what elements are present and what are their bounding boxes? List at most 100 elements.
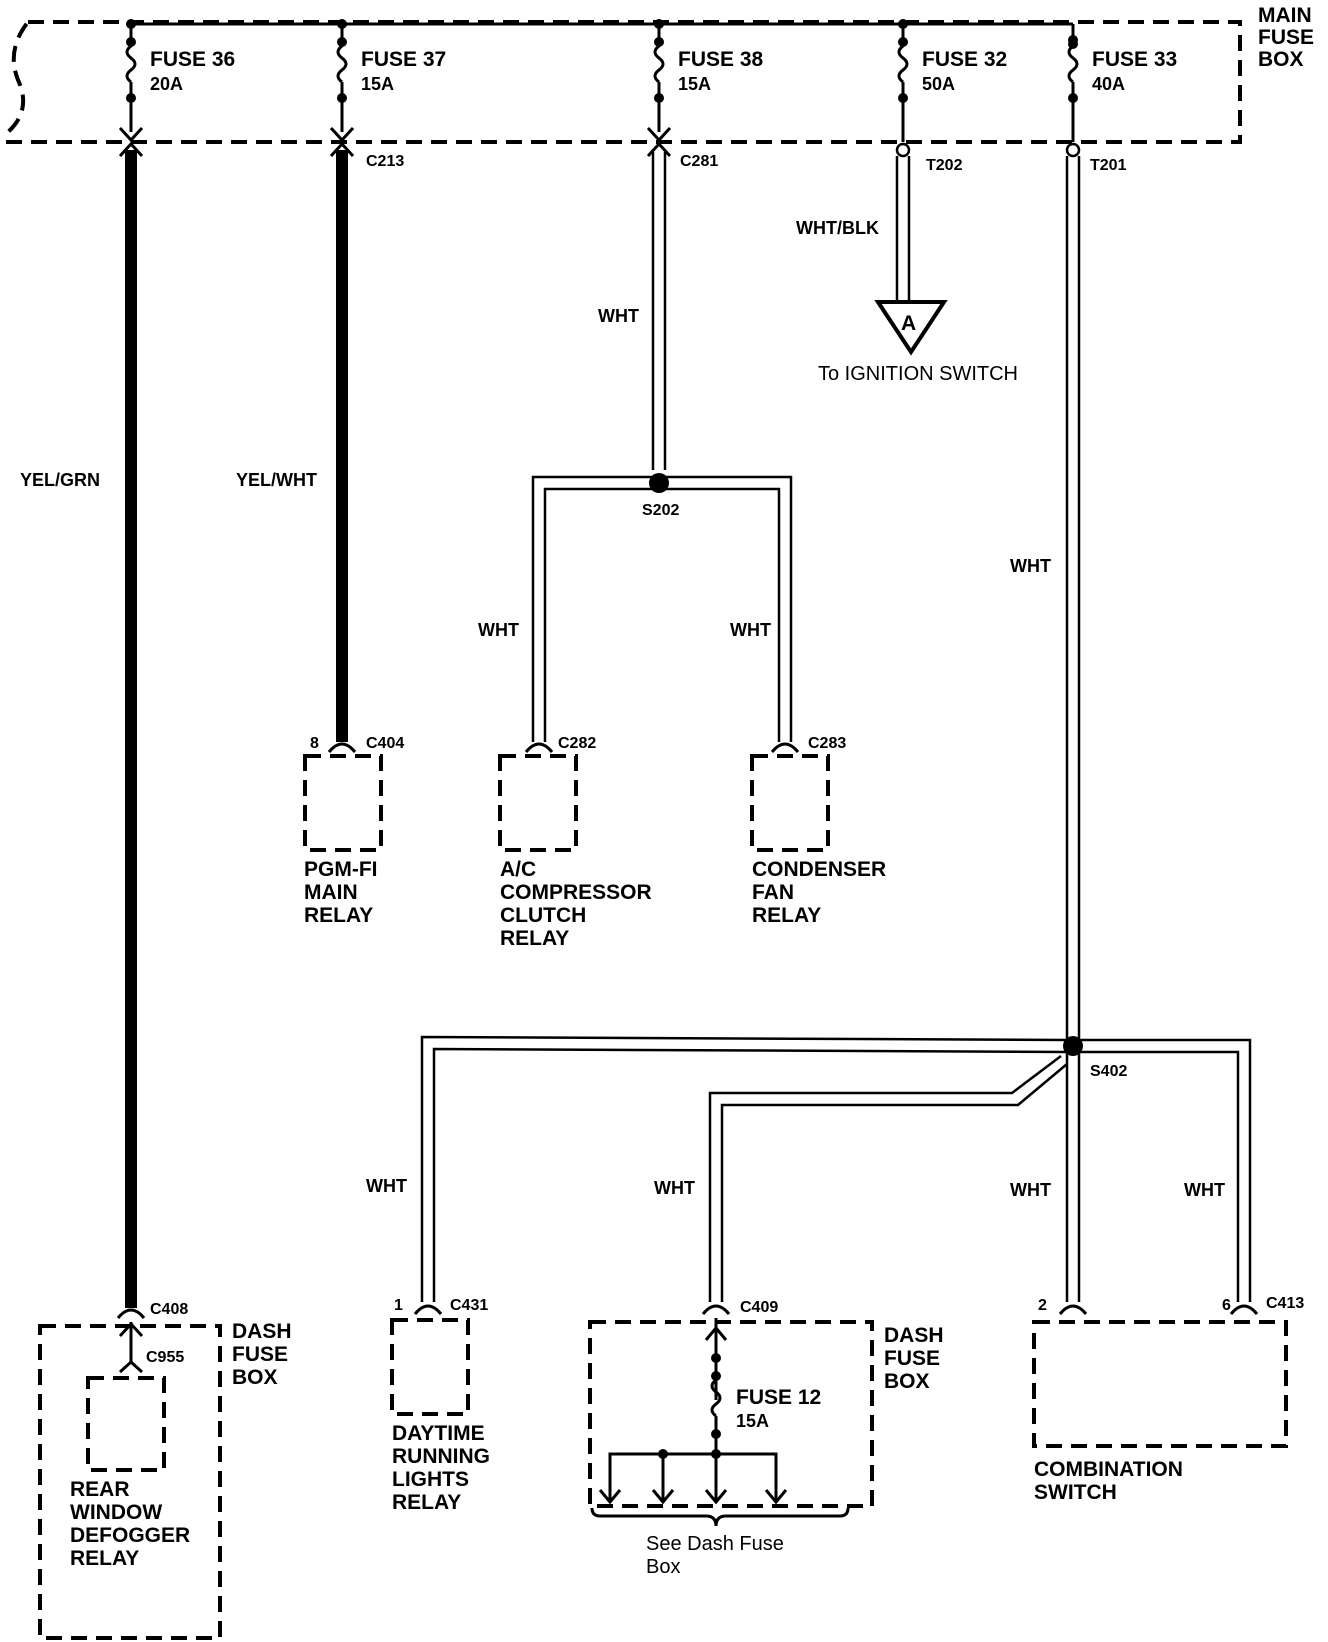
svg-text:RELAY: RELAY	[752, 904, 821, 927]
rear-window-defogger-relay-line-3: DEFOGGER	[70, 1524, 190, 1547]
splice-s402: S402	[1063, 1036, 1127, 1080]
see-dash-line-1: See Dash Fuse	[646, 1533, 784, 1555]
combination-switch: 2 6 C413 COMBINATION SWITCH	[1032, 1295, 1304, 1504]
svg-text:RUNNING: RUNNING	[392, 1445, 490, 1468]
wire-wht-label-8: WHT	[1184, 1180, 1225, 1200]
svg-text:DAYTIME: DAYTIME	[392, 1422, 485, 1445]
ignition-marker: A To IGNITION SWITCH	[818, 300, 1018, 385]
connector-c431: C431	[450, 1297, 488, 1314]
wire-wht-blk-label: WHT/BLK	[796, 218, 879, 238]
connector-c408: C408	[150, 1301, 188, 1318]
connector-c213: C213	[366, 153, 404, 170]
fuse-37: FUSE 37 15A	[336, 19, 446, 132]
rear-window-defogger-relay-box	[86, 1376, 166, 1472]
svg-text:CONDENSER: CONDENSER	[752, 858, 886, 881]
wire-wht-label-5: WHT	[366, 1176, 407, 1196]
fuse-37-name: FUSE 37	[361, 48, 446, 71]
wire-fuse33-s402: T201 WHT	[1010, 142, 1127, 1040]
rear-window-defogger-relay-line-2: WINDOW	[70, 1501, 162, 1524]
svg-text:DASH: DASH	[884, 1324, 944, 1347]
svg-text:BOX: BOX	[232, 1366, 278, 1389]
svg-text:A/C: A/C	[500, 858, 536, 881]
main-box-connector-arrows	[118, 126, 672, 143]
svg-text:BOX: BOX	[1258, 48, 1304, 71]
svg-text:FAN: FAN	[752, 881, 794, 904]
connector-c282: C282	[558, 735, 596, 752]
dash-fuse-box-left: C408 C955 REAR WINDOW DEFOGGER RELAY DAS…	[38, 1301, 292, 1640]
fuse-32-name: FUSE 32	[922, 48, 1007, 71]
fuse-38-name: FUSE 38	[678, 48, 764, 71]
fuse-12-name: FUSE 12	[736, 1386, 821, 1409]
svg-text:S402: S402	[1090, 1063, 1127, 1080]
svg-text:COMBINATION: COMBINATION	[1034, 1458, 1183, 1481]
wire-wht-blk: T202 WHT/BLK	[796, 142, 963, 302]
svg-text:PGM-FI: PGM-FI	[304, 858, 378, 881]
connector-c413-pin-a: 2	[1038, 1297, 1047, 1314]
svg-text:RELAY: RELAY	[304, 904, 373, 927]
rear-window-defogger-relay-line-4: RELAY	[70, 1547, 139, 1570]
wire-wht-label-4: WHT	[1010, 556, 1051, 576]
wire-wht-label-1: WHT	[598, 306, 639, 326]
svg-text:COMPRESSOR: COMPRESSOR	[500, 881, 652, 904]
wire-yel-wht-label: YEL/WHT	[236, 470, 317, 490]
svg-text:LIGHTS: LIGHTS	[392, 1468, 469, 1491]
pgm-fi-main-relay: PGM-FI MAIN RELAY	[303, 754, 383, 927]
wire-wht-label-6: WHT	[654, 1178, 695, 1198]
svg-text:SWITCH: SWITCH	[1034, 1481, 1117, 1504]
svg-text:DASH: DASH	[232, 1320, 292, 1343]
fuse-33: FUSE 33 40A	[1067, 24, 1177, 142]
main-fuse-box-label: MAIN FUSE BOX	[1258, 4, 1314, 71]
svg-text:MAIN: MAIN	[1258, 4, 1312, 27]
wire-yel-grn: YEL/GRN	[20, 141, 146, 1319]
wire-wht-label-2: WHT	[478, 620, 519, 640]
rear-window-defogger-relay-line-1: REAR	[70, 1478, 130, 1501]
wire-s402-branches: WHT WHT WHT WHT	[366, 1035, 1252, 1302]
daytime-running-lights-relay: 1 C431 DAYTIME RUNNING LIGHTS RELAY	[390, 1297, 490, 1514]
svg-text:CLUTCH: CLUTCH	[500, 904, 586, 927]
fuse-32: FUSE 32 50A	[897, 19, 1007, 142]
fuse-36: FUSE 36 20A	[125, 19, 235, 132]
ac-compressor-clutch-relay: A/C COMPRESSOR CLUTCH RELAY	[498, 754, 652, 950]
fuse-36-rating: 20A	[150, 74, 183, 94]
fuse-36-name: FUSE 36	[150, 48, 235, 71]
fuse-37-rating: 15A	[361, 74, 394, 94]
wire-s202-branches: WHT WHT C282 C283	[478, 475, 846, 753]
svg-text:MAIN: MAIN	[304, 881, 358, 904]
svg-text:FUSE: FUSE	[884, 1347, 940, 1370]
main-fuse-box-outline	[6, 20, 1242, 144]
svg-text:FUSE: FUSE	[232, 1343, 288, 1366]
dash-fuse-box-center: C409 FUSE 12 15A DASH FUSE BOX See Dash …	[588, 1299, 944, 1578]
svg-text:FUSE: FUSE	[1258, 26, 1314, 49]
fuse-32-rating: 50A	[922, 74, 955, 94]
fuse-38: FUSE 38 15A	[653, 19, 764, 132]
svg-text:RELAY: RELAY	[392, 1491, 461, 1514]
connector-c955: C955	[146, 1349, 184, 1366]
svg-text:A: A	[901, 312, 916, 335]
svg-text:S202: S202	[642, 502, 679, 519]
fuse-33-name: FUSE 33	[1092, 48, 1177, 71]
wire-yel-wht: C213 YEL/WHT 8 C404	[236, 141, 404, 753]
connector-c281: C281	[680, 153, 718, 170]
wire-wht-label-3: WHT	[730, 620, 771, 640]
wire-wht-label-7: WHT	[1010, 1180, 1051, 1200]
wire-yel-grn-label: YEL/GRN	[20, 470, 100, 490]
connector-c409: C409	[740, 1299, 778, 1316]
connector-c404: C404	[366, 735, 404, 752]
splice-s202: S202	[642, 473, 679, 519]
svg-text:RELAY: RELAY	[500, 927, 569, 950]
see-dash-line-2: Box	[646, 1556, 680, 1578]
fuse-33-rating: 40A	[1092, 74, 1125, 94]
fuse-12-rating: 15A	[736, 1411, 769, 1431]
svg-text:BOX: BOX	[884, 1370, 930, 1393]
wire-fuse38-s202: C281 WHT	[598, 141, 718, 470]
connector-t202: T202	[926, 157, 963, 174]
connector-t201: T201	[1090, 157, 1127, 174]
connector-c413: C413	[1266, 1295, 1304, 1312]
condenser-fan-relay: CONDENSER FAN RELAY	[750, 754, 886, 927]
connector-c283: C283	[808, 735, 846, 752]
connector-c431-pin: 1	[394, 1297, 403, 1314]
ignition-label: To IGNITION SWITCH	[818, 363, 1018, 385]
connector-c413-pin-b: 6	[1222, 1297, 1231, 1314]
connector-c404-pin: 8	[310, 735, 319, 752]
